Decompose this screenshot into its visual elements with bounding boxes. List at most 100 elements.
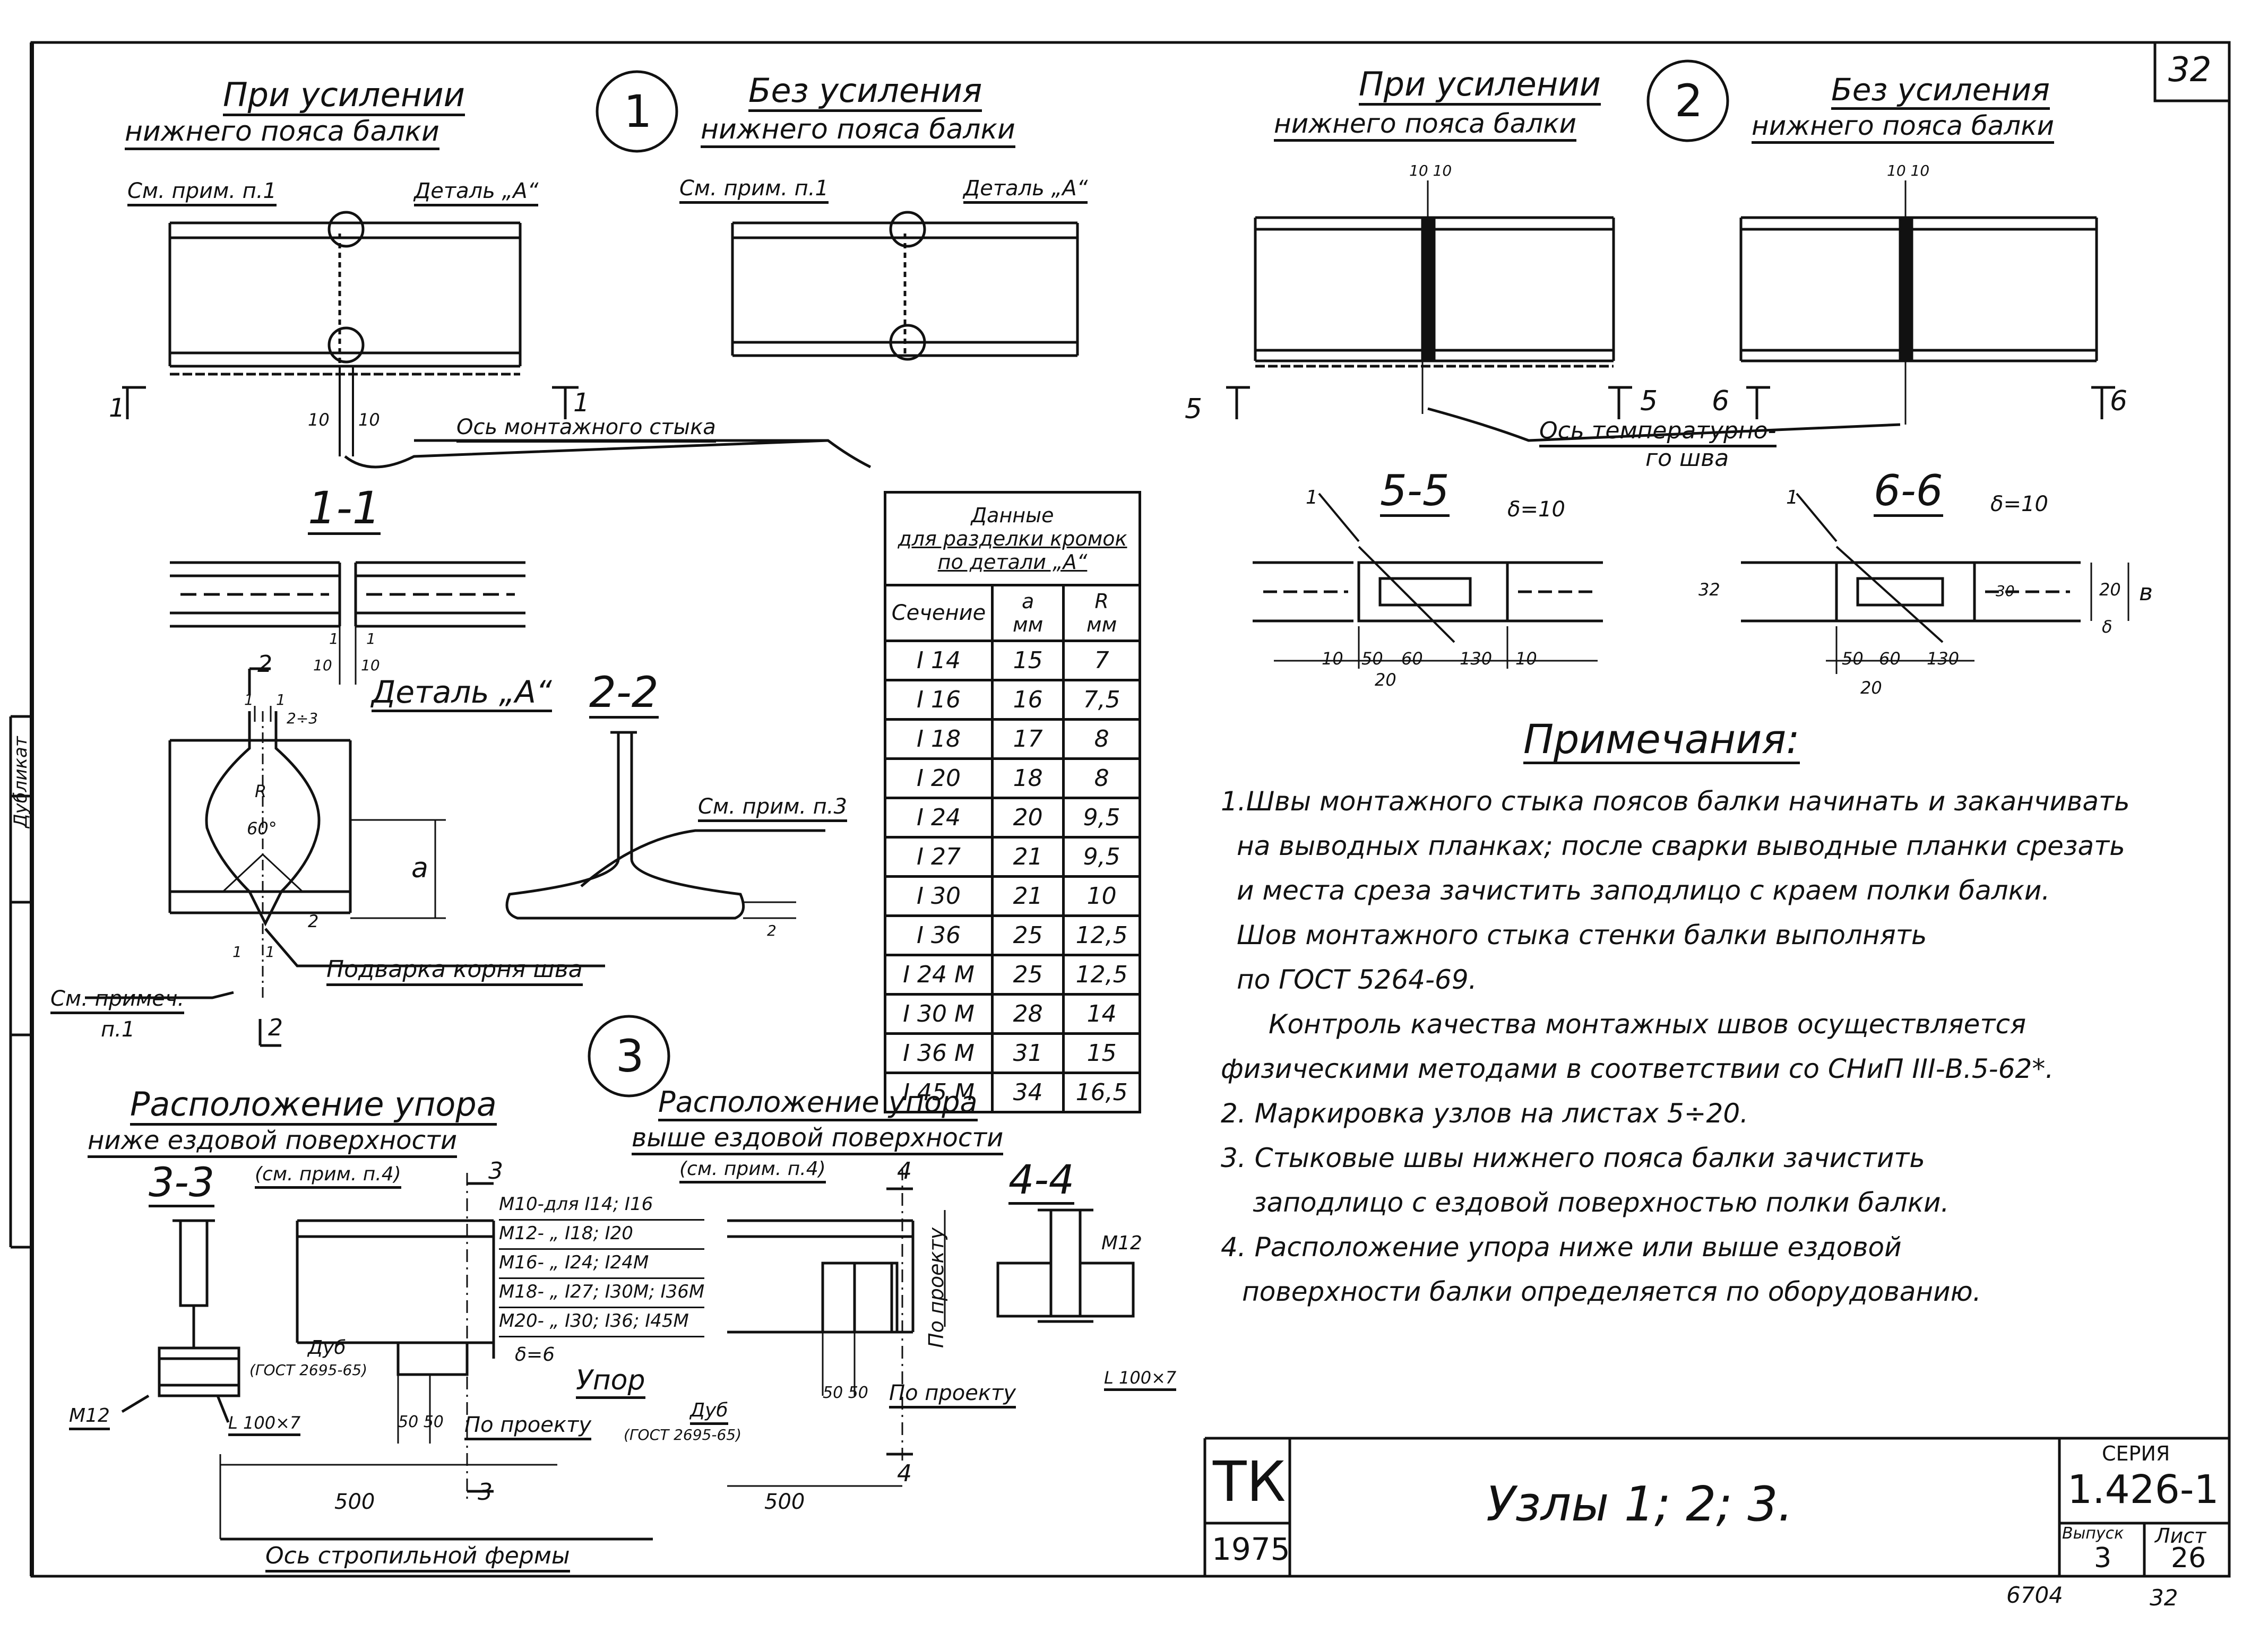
section-5-5-weld-mark: 1 (1306, 487, 1318, 508)
section-6-6-thickness: δ=10 (1990, 492, 2048, 516)
node2-dim-10-10-right: 10 10 (1887, 162, 1930, 179)
node2-right-title-line1: Без усиления (1831, 74, 2050, 110)
section-1-1-title: 1-1 (308, 482, 381, 535)
table-cell: I 30 M (883, 993, 994, 1035)
table-cell: 18 (991, 757, 1065, 799)
table-cell: 21 (991, 875, 1065, 917)
node3-left-beam (219, 1173, 653, 1541)
node3-by-project-vertical: По проекту (925, 1227, 948, 1348)
section-1-1-dim-10b: 10 (361, 656, 380, 674)
section-6-6-dim-32: 32 (1698, 580, 1720, 600)
title-block-sheet: 26 (2171, 1542, 2206, 1574)
detail-a-dim-2to3: 2÷3 (287, 710, 318, 727)
node3-left-title-line1: Расположение упора (130, 1088, 497, 1126)
table-cell: I 14 (883, 640, 994, 681)
node3-mark-4-bottom: 4 (897, 1460, 912, 1487)
section-2-2-dim-2: 2 (767, 922, 777, 939)
section-6-6-dim: 130 (1927, 649, 1960, 669)
section-6-6-dim: 60 (1879, 649, 1901, 669)
detail-a-mark-2-top: 2 (257, 651, 272, 678)
node3-angle-right: L 100×7 (1104, 1369, 1177, 1391)
node3-m12-left: М12 (69, 1406, 110, 1430)
note-line: на выводных планках; после сварки выводн… (1237, 831, 2125, 861)
detail-a-dim-1-bottom2: 1 (265, 943, 275, 961)
section-5-5-thickness: δ=10 (1507, 497, 1565, 522)
node3-by-project-left: По проекту (464, 1414, 592, 1440)
node1-section-mark-right: 1 (573, 388, 590, 418)
node2-left-beam (1254, 180, 1615, 414)
node3-circle (588, 1015, 670, 1098)
node1-left-beam (168, 211, 522, 456)
note-line: Контроль качества монтажных швов осущест… (1269, 1009, 2026, 1040)
node2-mark-6-left: 6 (1712, 385, 1730, 417)
title-block-sheet-label: Лист (2155, 1524, 2206, 1548)
node3-section-4-4: 4-4 (1008, 1160, 1075, 1205)
table-cell: 34 (991, 1072, 1065, 1113)
node3-right-title-line1: Расположение упора (658, 1088, 978, 1121)
section-6-6-dim-b: в (2139, 579, 2153, 606)
notes-block: 1.Швы монтажного стыка поясов балки начи… (1221, 779, 2130, 1314)
edge-table-col-a: a (1021, 590, 1034, 613)
section-5-5-dim: 10 (1322, 649, 1343, 669)
title-block-issue-label: Выпуск (2062, 1524, 2124, 1543)
node3-oak-left-line2: (ГОСТ 2695-65) (249, 1361, 368, 1379)
section-6-6-dim-delta: δ (2102, 617, 2112, 637)
note-line: Шов монтажного стыка стенки балки выполн… (1237, 920, 1927, 951)
edge-table-title-line1: Данные (971, 504, 1054, 527)
table-cell: 9,5 (1062, 797, 1141, 839)
node3-note-ref-left: (см. прим. п.4) (255, 1165, 401, 1189)
title-block-title: Узлы 1; 2; 3. (1486, 1476, 1793, 1532)
table-cell: 7,5 (1062, 679, 1141, 721)
edge-table-title-line2: для разделки кромок (898, 527, 1127, 550)
node1-left-title-line1: При усилении (223, 79, 465, 116)
table-cell: 17 (991, 718, 1065, 760)
node3-right-beam (727, 1168, 946, 1487)
node3-angle-left: L 100×7 (228, 1414, 301, 1436)
edge-table-col-a-unit: мм (1012, 613, 1044, 636)
node2-dim-10-10-left: 10 10 (1409, 162, 1452, 179)
footer-page: 32 (2150, 1585, 2178, 1611)
node2-axis-label-line1: Ось температурно- (1539, 419, 1777, 447)
table-cell: I 27 (883, 836, 994, 878)
footer-code: 6704 (2006, 1582, 2063, 1608)
node3-dim-500-left: 500 (334, 1490, 375, 1514)
section-2-2-title: 2-2 (589, 671, 659, 719)
note-line: по ГОСТ 5264-69. (1237, 964, 1477, 995)
table-cell: I 18 (883, 718, 994, 760)
page-number-box (2153, 41, 2231, 102)
edge-table-col-r: R (1094, 590, 1109, 613)
detail-a-mark-2-bottom: 2 (268, 1014, 283, 1041)
table-cell: 14 (1062, 993, 1141, 1035)
node3-dim-50-50-left: 50 50 (398, 1413, 444, 1431)
node1-axis-label: Ось монтажного стыка (456, 417, 716, 443)
section-5-5-dim: 50 (1361, 649, 1383, 669)
bolt-line: М12- „ I18; I20 (499, 1221, 705, 1250)
table-cell: 16 (991, 679, 1065, 721)
node2-axis-label-line2: го шва (1645, 445, 1729, 472)
node3-mark-3-top: 3 (488, 1157, 503, 1185)
node1-note-ref-right: См. прим. п.1 (679, 178, 829, 204)
section-6-6-drawing (1741, 493, 2129, 674)
section-3-3-drawing (121, 1219, 240, 1423)
side-stamp-text: Дубликат (10, 736, 31, 828)
bolt-list: М10-для I14; I16 М12- „ I18; I20 М16- „ … (499, 1191, 705, 1337)
node3-oak-left-line1: Дуб (308, 1337, 346, 1359)
section-2-2-drawing (505, 731, 825, 920)
node3-dim-500-right: 500 (764, 1490, 805, 1514)
title-block (1203, 1437, 2229, 1576)
bolt-line: М10-для I14; I16 (499, 1191, 705, 1221)
table-cell: 25 (991, 954, 1065, 996)
table-cell: 16,5 (1062, 1072, 1141, 1113)
table-cell: I 20 (883, 757, 994, 799)
note-line: поверхности балки определяется по оборуд… (1242, 1276, 1981, 1307)
table-cell: I 45 M (883, 1072, 994, 1113)
note-line: 4. Расположение упора ниже или выше ездо… (1221, 1232, 1902, 1263)
